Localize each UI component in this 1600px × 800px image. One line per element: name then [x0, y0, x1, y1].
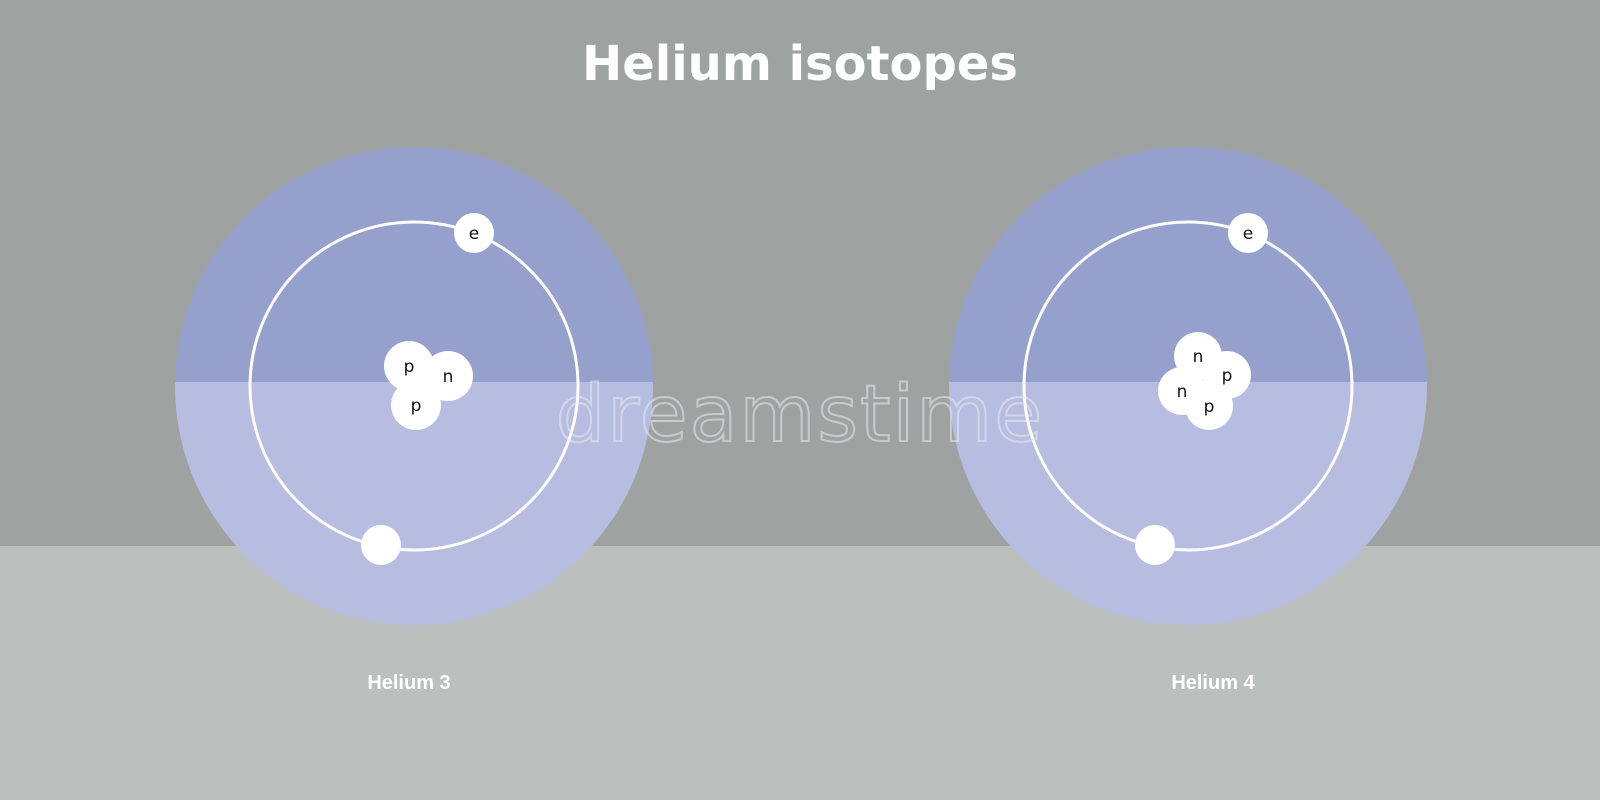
helium-3-electron [361, 525, 401, 565]
helium-4-nucleon-label: n [1177, 382, 1188, 402]
background-lower [0, 546, 1600, 800]
diagram-title: Helium isotopes [582, 36, 1018, 92]
helium-4-nucleon [1185, 382, 1233, 430]
helium-4-orbit [1022, 220, 1354, 552]
helium-3-label: Helium 3 [367, 672, 451, 694]
watermark-text: dreamstime [555, 369, 1045, 461]
helium-4-electron [1135, 525, 1175, 565]
helium-3-nucleon [391, 380, 441, 430]
helium-3-electron-label: e [469, 224, 479, 244]
helium-3-orbit [248, 220, 580, 552]
helium-3-nucleon [384, 341, 434, 391]
helium-4-electron [1228, 213, 1268, 253]
helium-3-nucleon [423, 351, 473, 401]
helium-3-nucleon-label: p [404, 357, 415, 377]
helium-4-label: Helium 4 [1171, 672, 1255, 694]
helium-4-electron-label: e [1243, 224, 1253, 244]
helium-4-nucleon-label: p [1204, 397, 1215, 417]
helium-3-electron [454, 213, 494, 253]
helium-3-nucleon-label: n [443, 367, 454, 387]
helium-4-nucleon-label: n [1193, 347, 1204, 367]
helium-4-nucleon-label: p [1222, 366, 1233, 386]
helium-3-nucleon-label: p [411, 396, 422, 416]
